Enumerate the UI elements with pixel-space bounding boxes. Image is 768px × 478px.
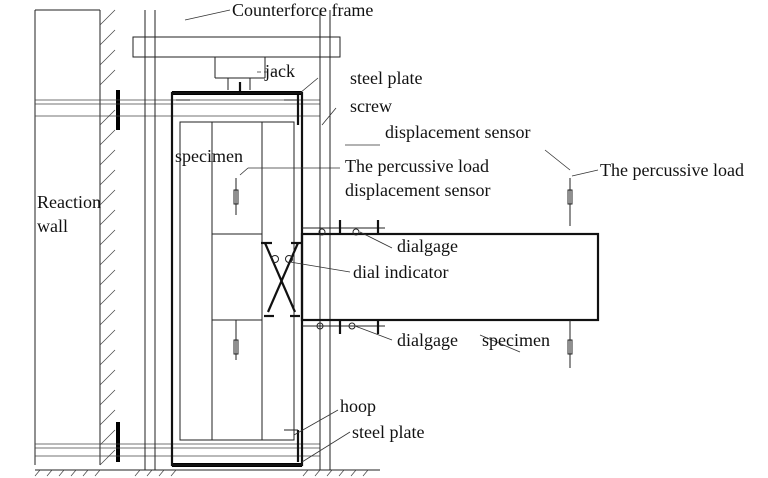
leader-lines [184, 9, 599, 463]
label-percussive-load-right: The percussive load [600, 160, 744, 180]
jack [214, 57, 266, 94]
label-displacement-sensor-right: displacement sensor [385, 122, 530, 142]
label-hoop: hoop [340, 396, 376, 416]
label-screw: screw [350, 96, 392, 116]
dialgage-top-assembly [302, 220, 385, 236]
label-jack: jack [264, 61, 295, 81]
label-specimen-beam: specimen [482, 330, 550, 350]
label-reaction-wall-line2: wall [37, 216, 68, 236]
label-displacement-sensor-left: displacement sensor [345, 180, 490, 200]
dial-indicator-x [261, 241, 302, 318]
displacement-sensor-right-shape [567, 178, 573, 368]
counterforce-frame [132, 10, 341, 470]
label-dialgage-top: dialgage [397, 236, 458, 256]
displacement-sensor-left-shape [233, 178, 239, 360]
hoop-bars [176, 99, 298, 431]
label-specimen-column: specimen [175, 146, 243, 166]
reaction-wall [34, 9, 120, 466]
label-steel-plate-top: steel plate [350, 68, 422, 88]
dialgage-bottom-assembly [302, 320, 385, 334]
label-counterforce-frame: Counterforce frame [232, 0, 373, 20]
specimen-frame [170, 91, 600, 467]
label-dialgage-bottom: dialgage [397, 330, 458, 350]
label-reaction-wall-line1: Reaction [37, 192, 101, 212]
label-steel-plate-bottom: steel plate [352, 422, 424, 442]
label-dial-indicator: dial indicator [353, 262, 448, 282]
ground [34, 469, 380, 477]
label-percussive-load-left: The percussive load [345, 156, 489, 176]
